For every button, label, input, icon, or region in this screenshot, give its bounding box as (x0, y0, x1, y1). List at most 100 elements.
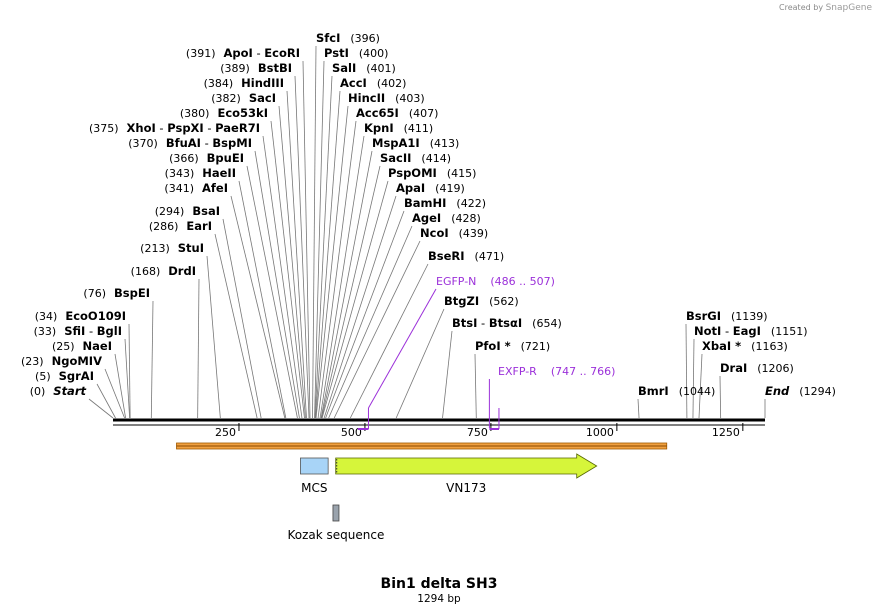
site-eari[interactable]: EarI(286) (149, 219, 258, 419)
site-xhoi[interactable]: XhoI - PspXI - PaeR7I(375) (89, 121, 303, 419)
credit: Created by SnapGene (779, 3, 872, 13)
site-drai[interactable]: DraI(1206) (719, 361, 794, 419)
site-agei[interactable]: AgeI(428) (328, 211, 481, 419)
site-bmri[interactable]: BmrI(1044) (637, 384, 716, 419)
site-name-bfuai: BfuAI - BspMI (166, 136, 252, 150)
site-bsai[interactable]: BsaI(294) (155, 204, 262, 419)
site-line-noti (692, 338, 695, 419)
site-btgzi[interactable]: BtgZI(562) (395, 294, 519, 419)
site-line-kpni (319, 135, 365, 419)
site-name-eco53ki: Eco53kI (217, 106, 268, 120)
site-pos-psti: (400) (359, 47, 389, 60)
site-kpni[interactable]: KpnI(411) (319, 121, 434, 419)
site-naei[interactable]: NaeI(25) (52, 339, 126, 419)
site-pspomi[interactable]: PspOMI(415) (321, 166, 477, 419)
site-pos-bmri: (1044) (679, 385, 716, 398)
site-line-xbai (698, 353, 703, 419)
primer-egfp-n[interactable]: EGFP-N(486 .. 507) (357, 275, 555, 430)
site-pos-afei: (341) (164, 182, 194, 195)
site-pos-apoi: (391) (186, 47, 216, 60)
site-psti[interactable]: PstI(400) (314, 46, 389, 419)
site-eco53ki[interactable]: Eco53kI (380) (180, 106, 305, 419)
site-stui[interactable]: StuI(213) (140, 241, 221, 419)
site-bfuai[interactable]: BfuAI - BspMI(370) (128, 136, 300, 419)
site-saci[interactable]: SacI(382) (211, 91, 306, 419)
site-pfoi[interactable]: PfoI *(721) (474, 339, 550, 419)
site-line-naei (114, 353, 126, 419)
site-apai[interactable]: ApaI (419) (323, 181, 465, 419)
site-line-saci (278, 105, 306, 419)
site-name-end: End (765, 384, 790, 398)
site-ecoo109i[interactable]: EcoO109I(34) (35, 309, 131, 419)
site-line-eari (214, 233, 258, 419)
site-pos-xbai: (1163) (751, 340, 788, 353)
site-mspa1i[interactable]: MspA1I(413) (320, 136, 459, 419)
site-btsi[interactable]: BtsI - BtsαI(654) (442, 316, 562, 419)
site-name-sacii: SacII (380, 151, 411, 165)
site-name-stui: StuI (178, 241, 204, 255)
site-line-sacii (321, 165, 381, 419)
site-hincii[interactable]: HincII(403) (315, 91, 425, 419)
site-pos-pspomi: (415) (447, 167, 477, 180)
primer-name-exfp-r: EXFP-R (498, 365, 537, 378)
site-drdi[interactable]: DrdI(168) (131, 264, 200, 419)
site-pos-btgzi: (562) (489, 295, 519, 308)
site-bamhi[interactable]: BamHI(422) (325, 196, 486, 419)
site-bsrgi[interactable]: BsrGI(1139) (685, 309, 768, 419)
site-name-sfci: SfcI (316, 31, 340, 45)
site-name-sfii: SfiI - BglI (64, 324, 122, 338)
site-name-mspa1i: MspA1I (372, 136, 420, 150)
site-pos-sacii: (414) (421, 152, 451, 165)
site-start[interactable]: Start(0) (30, 384, 114, 419)
site-noti[interactable]: NotI - EagI(1151) (692, 324, 808, 419)
site-acci[interactable]: AccI(402) (315, 76, 407, 419)
site-pos-kpni: (411) (404, 122, 434, 135)
site-line-bstbi (294, 75, 310, 419)
site-xbai[interactable]: XbaI *(1163) (698, 339, 788, 419)
site-name-ncoi: NcoI (420, 226, 449, 240)
site-line-btsi (442, 330, 453, 419)
site-hindiii[interactable]: HindIII(384) (204, 76, 307, 419)
site-bpuei[interactable]: BpuEI(366) (169, 151, 298, 419)
site-pos-noti: (1151) (771, 325, 808, 338)
site-name-acc65i: Acc65I (356, 106, 399, 120)
site-name-ngomiv: NgoMIV (52, 354, 102, 368)
site-line-eco53ki (270, 120, 305, 419)
site-sfci[interactable]: SfcI(396) (312, 31, 380, 419)
site-sacii[interactable]: SacII (414) (321, 151, 451, 419)
site-line-ecoo109i (128, 323, 131, 419)
site-line-bfuai (254, 150, 300, 419)
site-line-start (88, 398, 114, 419)
site-sfii[interactable]: SfiI - BglI(33) (34, 324, 131, 419)
site-line-psti (314, 60, 325, 419)
site-line-stui (206, 255, 221, 419)
site-name-btsi: BtsI - BtsαI (452, 316, 522, 330)
site-haeii[interactable]: HaeII(343) (165, 166, 287, 419)
site-pos-eco53ki: (380) (180, 107, 210, 120)
site-ngomiv[interactable]: NgoMIV(23) (21, 354, 125, 419)
site-name-hindiii: HindIII (241, 76, 284, 90)
site-name-bspei: BspEI (114, 286, 150, 300)
site-line-xhoi (262, 135, 303, 419)
site-acc65i[interactable]: Acc65I (407) (317, 106, 439, 419)
site-name-apai: ApaI (396, 181, 425, 195)
site-pos-acc65i: (407) (409, 107, 439, 120)
site-afei[interactable]: AfeI(341) (164, 181, 286, 419)
site-pos-bstbi: (389) (220, 62, 250, 75)
site-bspei[interactable]: BspEI(76) (83, 286, 154, 419)
ruler-label-500: 500 (341, 426, 362, 439)
site-bstbi[interactable]: BstBI(389) (220, 61, 310, 419)
site-ncoi[interactable]: NcoI(439) (333, 226, 488, 419)
site-sali[interactable]: SalI(401) (314, 61, 396, 419)
site-name-drdi: DrdI (168, 264, 196, 278)
snapgene-logo: SnapGene (825, 3, 872, 13)
site-pos-eari: (286) (149, 220, 179, 233)
site-sgrai[interactable]: SgrAI(5) (35, 369, 116, 419)
site-name-bamhi: BamHI (404, 196, 446, 210)
site-end[interactable]: End(1294) (764, 384, 836, 418)
site-apoi[interactable]: ApoI - EcoRI(391) (186, 46, 311, 419)
site-bseri[interactable]: BseRI(471) (349, 249, 504, 419)
site-pos-apai: (419) (435, 182, 465, 195)
primer-exfp-r[interactable]: EXFP-R(747 .. 766) (488, 365, 615, 430)
